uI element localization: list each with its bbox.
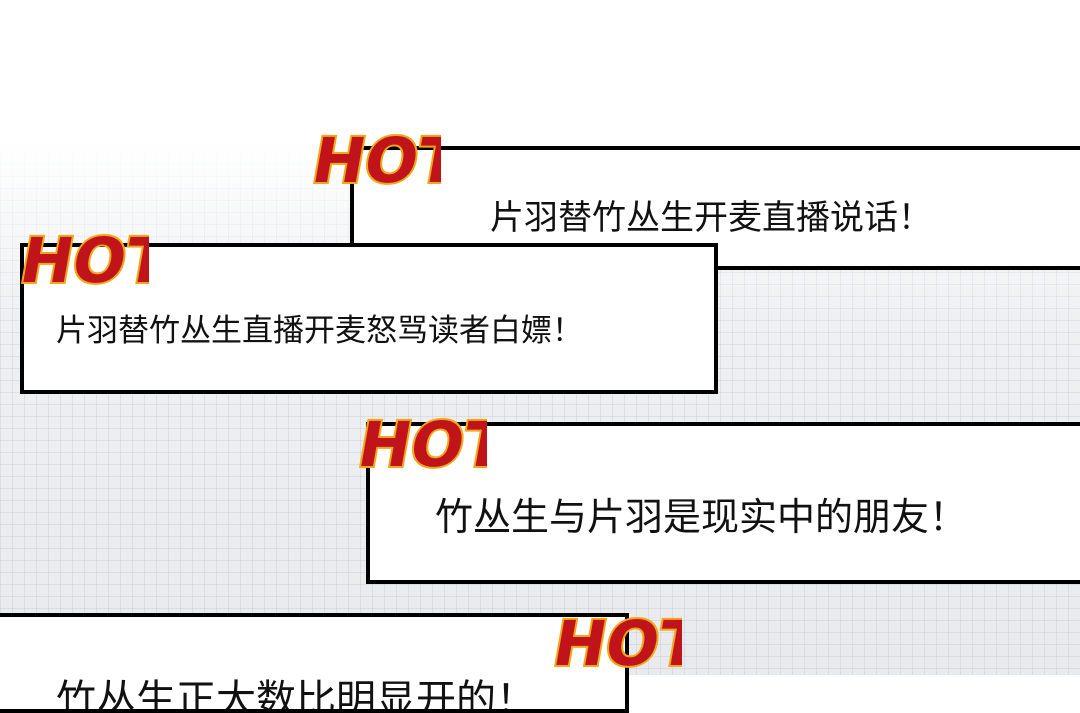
headline-text: 片羽替竹丛生直播开麦怒骂读者白嫖！ [56, 313, 583, 349]
hot-label: HOT! [307, 124, 441, 192]
headline-text: 片羽替竹丛生开麦直播说话！ [490, 198, 932, 238]
hot-badge-icon: HOT! [352, 406, 487, 476]
hot-label: HOT! [353, 408, 487, 476]
hot-badge-icon: HOT! [306, 122, 441, 192]
headline-text: 竹丛生与片羽是现实中的朋友！ [435, 495, 968, 539]
hot-badge-icon: HOT! [547, 605, 682, 675]
headline-text: 竹丛生正大数比明显开的！ [56, 677, 536, 713]
headline-box-4[interactable]: 竹丛生正大数比明显开的！ [0, 613, 629, 713]
hot-label: HOT! [15, 224, 149, 292]
hot-label: HOT! [548, 607, 682, 675]
headline-box-2[interactable]: 片羽替竹丛生直播开麦怒骂读者白嫖！ [20, 243, 718, 394]
headline-box-3[interactable]: 竹丛生与片羽是现实中的朋友！ [366, 422, 1080, 584]
hot-badge-icon: HOT! [14, 222, 149, 292]
